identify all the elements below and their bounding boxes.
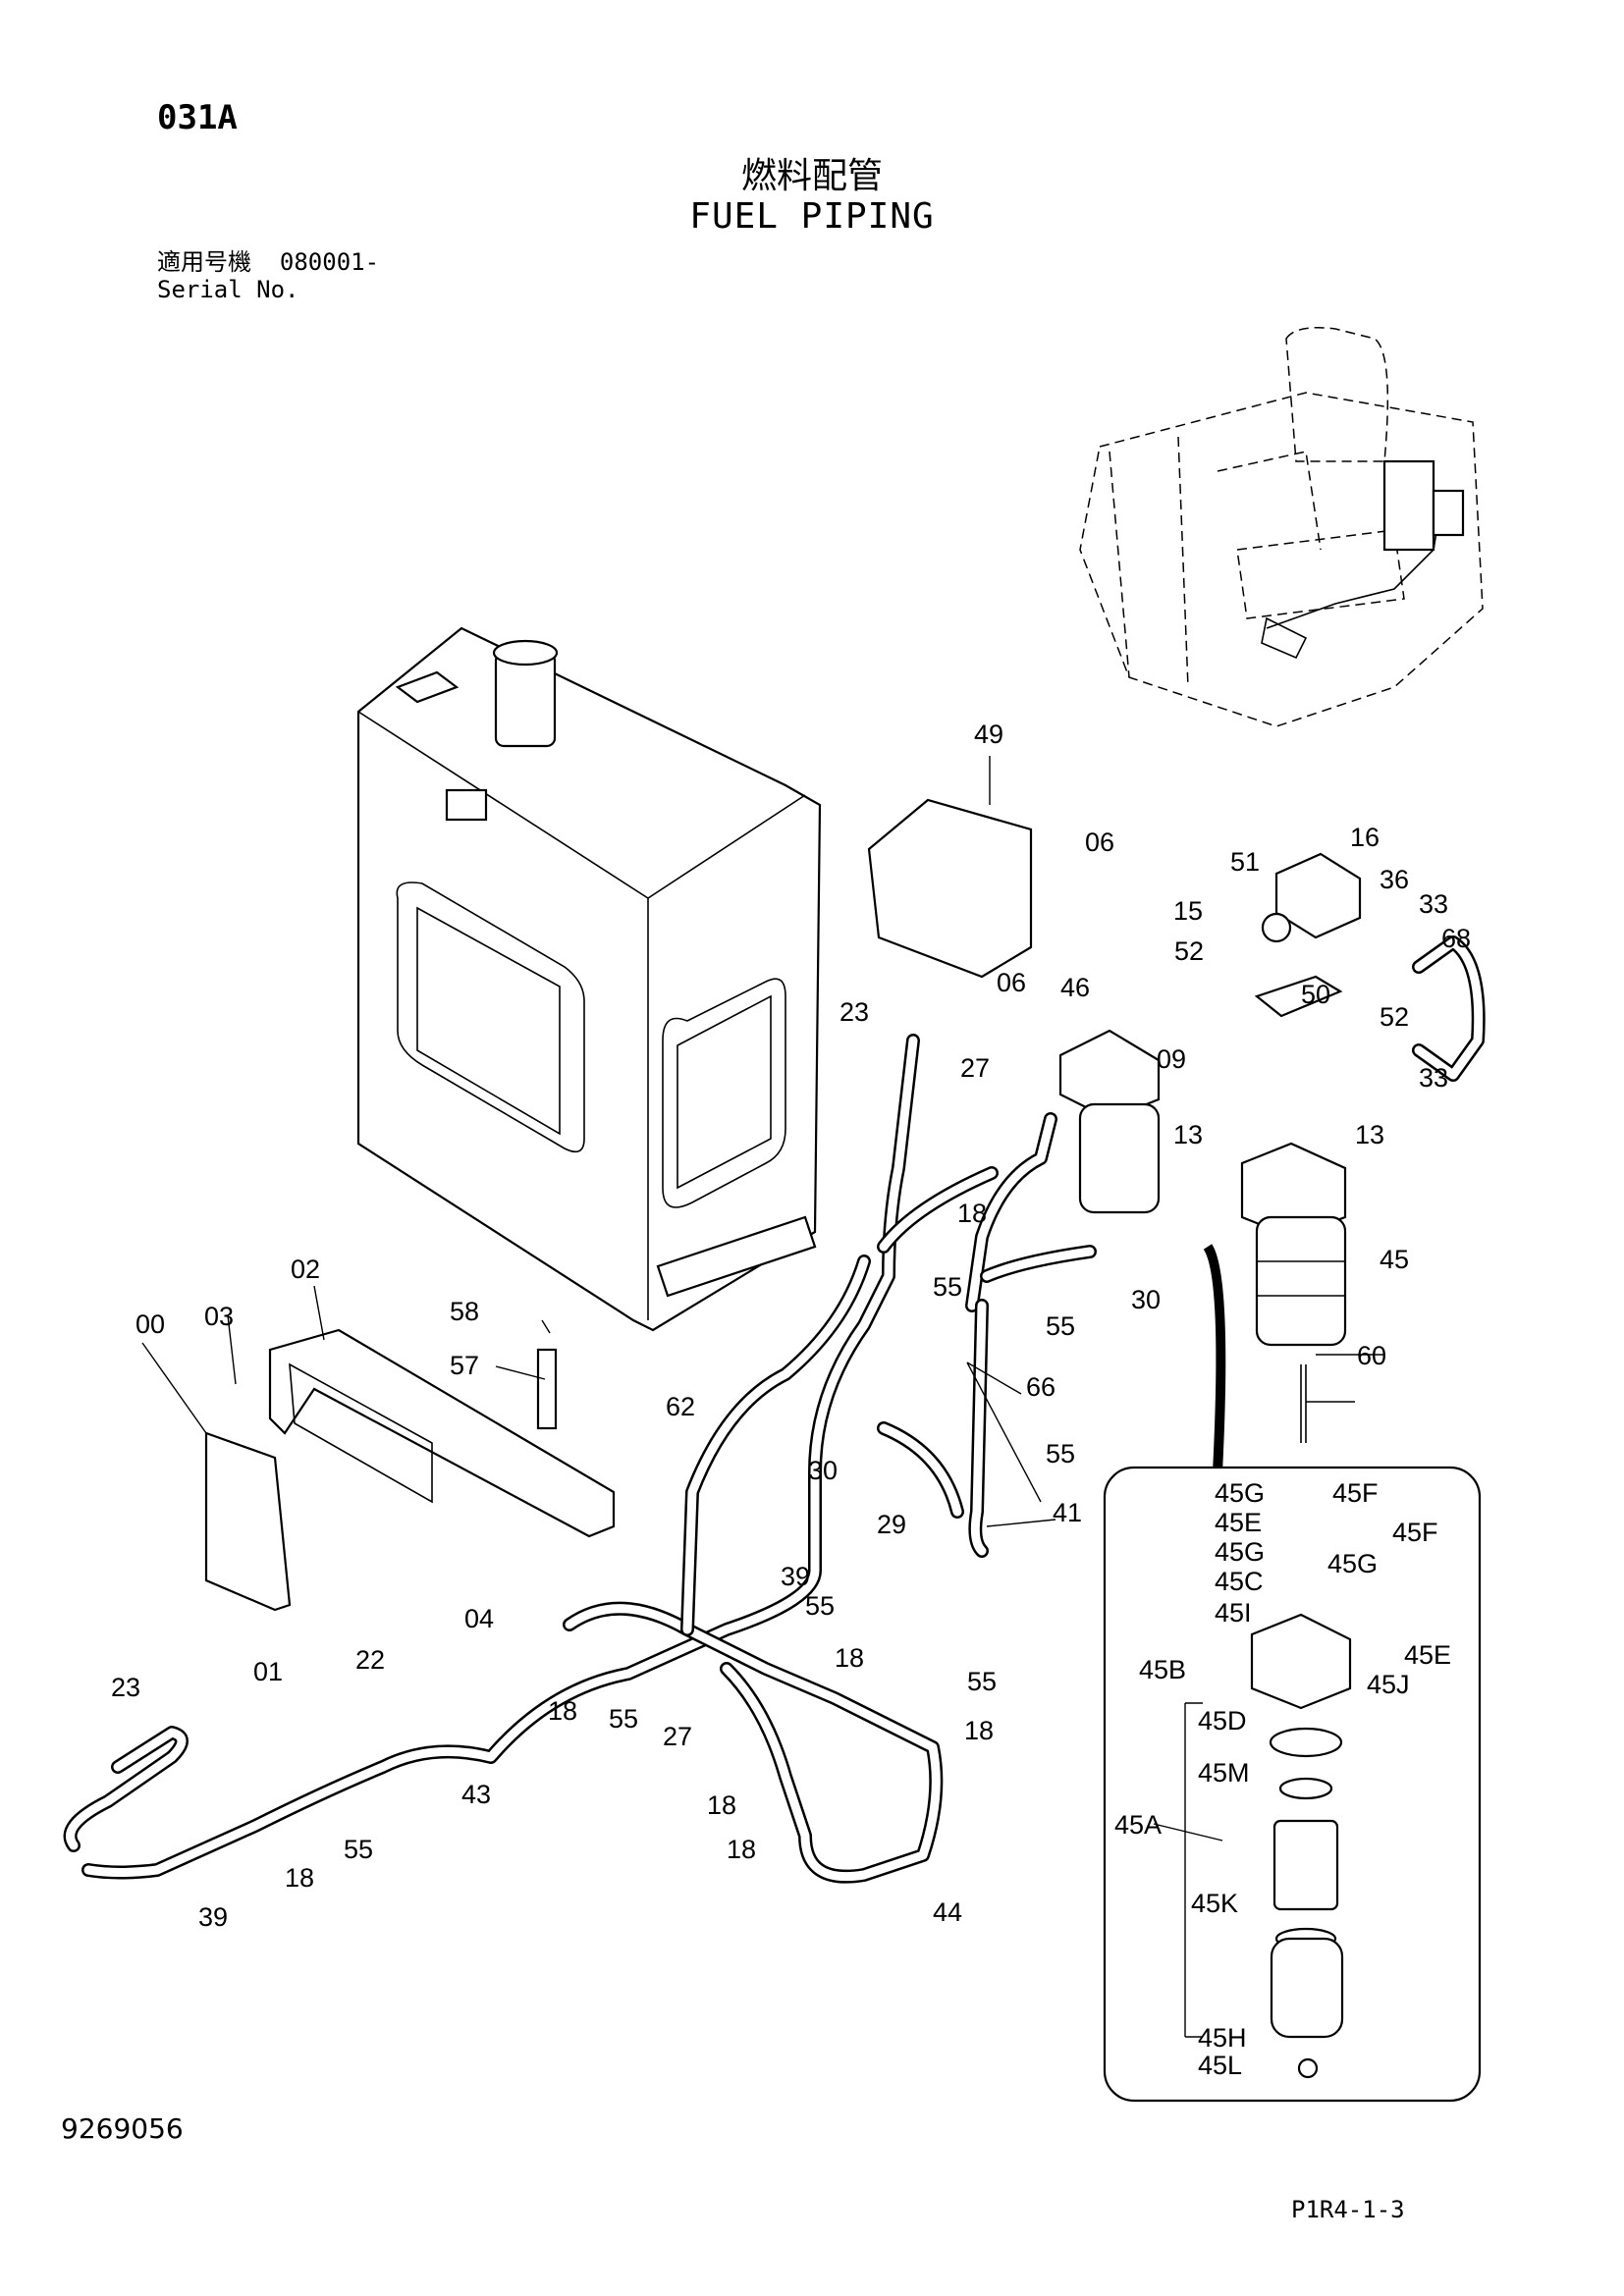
callout: 04 (464, 1604, 494, 1633)
bracket-49 (867, 798, 1033, 979)
callout: 06 (997, 968, 1026, 997)
detail-callout: 45M (1198, 1758, 1250, 1788)
detail-callout: 45E (1404, 1640, 1451, 1670)
callout: 60 (1357, 1341, 1386, 1370)
callout: 33 (1419, 889, 1448, 919)
callout: 46 (1060, 973, 1090, 1002)
callout: 55 (1046, 1439, 1075, 1468)
callout: 15 (1173, 896, 1203, 926)
callout: 58 (450, 1297, 479, 1326)
callout: 39 (198, 1902, 228, 1932)
callout: 55 (967, 1667, 997, 1696)
detail-callout: 45C (1215, 1567, 1264, 1596)
serial-number-block: 適用号機 080001- Serial No. (157, 248, 379, 303)
callout: 18 (964, 1716, 994, 1745)
feed-pump-15 (1261, 852, 1362, 943)
callout: 66 (1026, 1372, 1056, 1402)
callout: 00 (135, 1309, 165, 1339)
detail-callout: 45G (1215, 1537, 1265, 1567)
callout: 18 (727, 1835, 756, 1864)
callout: 13 (1173, 1120, 1203, 1149)
callout: 45 (1380, 1245, 1409, 1274)
callout: 30 (1131, 1285, 1161, 1314)
page-title-japanese: 燃料配管 (740, 156, 883, 196)
callout: 18 (957, 1199, 987, 1228)
callout: 55 (805, 1591, 835, 1621)
detail-callout: 45E (1215, 1508, 1262, 1537)
callout: 62 (666, 1392, 695, 1421)
callout: 27 (960, 1053, 990, 1083)
callout: 55 (933, 1272, 962, 1302)
detail-callout: 45H (1198, 2023, 1247, 2053)
callout: 55 (344, 1835, 373, 1864)
callout: 50 (1301, 980, 1330, 1009)
detail-callout: 45G (1327, 1549, 1378, 1578)
serial-range: 080001- (279, 248, 380, 276)
detail-callout: 45D (1198, 1706, 1247, 1735)
serial-row-japanese: 適用号機 080001- (157, 248, 379, 276)
detail-callout: 45L (1198, 2051, 1242, 2080)
part-callouts: 00 01 02 03 04 06 06 09 13 13 15 16 18 1… (111, 720, 1471, 1932)
callout: 43 (461, 1780, 491, 1809)
callout: 13 (1355, 1120, 1384, 1149)
callout: 39 (781, 1562, 810, 1591)
bracket-02 (268, 1328, 616, 1538)
serial-label-japanese: 適用号機 (157, 248, 251, 276)
callout: 16 (1350, 823, 1380, 852)
detail-callout: 45I (1215, 1598, 1252, 1628)
callout: 27 (663, 1722, 692, 1751)
callout: 41 (1053, 1498, 1082, 1527)
document-number: 9269056 (61, 2112, 184, 2145)
callout: 09 (1157, 1044, 1186, 1074)
callout: 18 (548, 1696, 577, 1726)
detail-callout: 45G (1215, 1478, 1265, 1508)
detail-callout: 45K (1191, 1889, 1238, 1918)
callout: 18 (707, 1790, 736, 1820)
callout: 23 (111, 1673, 140, 1702)
page-title: FUEL PIPING (689, 196, 935, 237)
page-reference: P1R4-1-3 (1291, 2196, 1405, 2223)
callout: 22 (355, 1645, 385, 1675)
callout: 51 (1230, 847, 1260, 877)
pipe-57 (536, 1348, 558, 1430)
callout: 33 (1419, 1063, 1448, 1093)
callout-leaders (141, 756, 1384, 1842)
plate-00 (204, 1431, 292, 1612)
detail-callout: 45F (1332, 1478, 1379, 1508)
callout: 30 (808, 1456, 838, 1485)
plate-50 (1254, 975, 1343, 1018)
callout: 55 (609, 1704, 638, 1734)
machine-location-thumbnail (1079, 327, 1484, 727)
callout: 29 (877, 1510, 906, 1539)
callout: 01 (253, 1657, 283, 1686)
callout: 18 (835, 1643, 864, 1673)
callout: 57 (450, 1351, 479, 1380)
callout: 23 (839, 997, 869, 1027)
callout: 52 (1174, 936, 1204, 966)
callout: 36 (1380, 865, 1409, 894)
callout: 18 (285, 1863, 314, 1893)
detail-callout: 45F (1392, 1518, 1438, 1547)
serial-label: Serial No. (157, 276, 299, 303)
hose-assemblies (63, 935, 1486, 1884)
fuel-tank (356, 626, 822, 1332)
callout: 02 (291, 1255, 320, 1284)
detail-callout: 45B (1139, 1655, 1186, 1684)
callout: 68 (1441, 924, 1471, 953)
filter-detail-inset (1103, 1244, 1482, 2103)
detail-callouts: 45G 45F 45E 45G 45F 45C 45G 45I 45E 45B … (1114, 1478, 1451, 2080)
callout: 44 (933, 1897, 962, 1927)
fuel-filter-45 (1240, 1142, 1347, 1347)
page-code: 031A (157, 98, 238, 137)
callout: 03 (204, 1302, 234, 1331)
detail-callout: 45A (1114, 1810, 1162, 1840)
callout: 52 (1380, 1002, 1409, 1032)
callout: 06 (1085, 828, 1114, 857)
detail-callout: 45J (1367, 1670, 1410, 1699)
callout: 55 (1046, 1311, 1075, 1341)
fuel-filter-46 (1058, 1029, 1161, 1214)
callout: 49 (974, 720, 1003, 749)
